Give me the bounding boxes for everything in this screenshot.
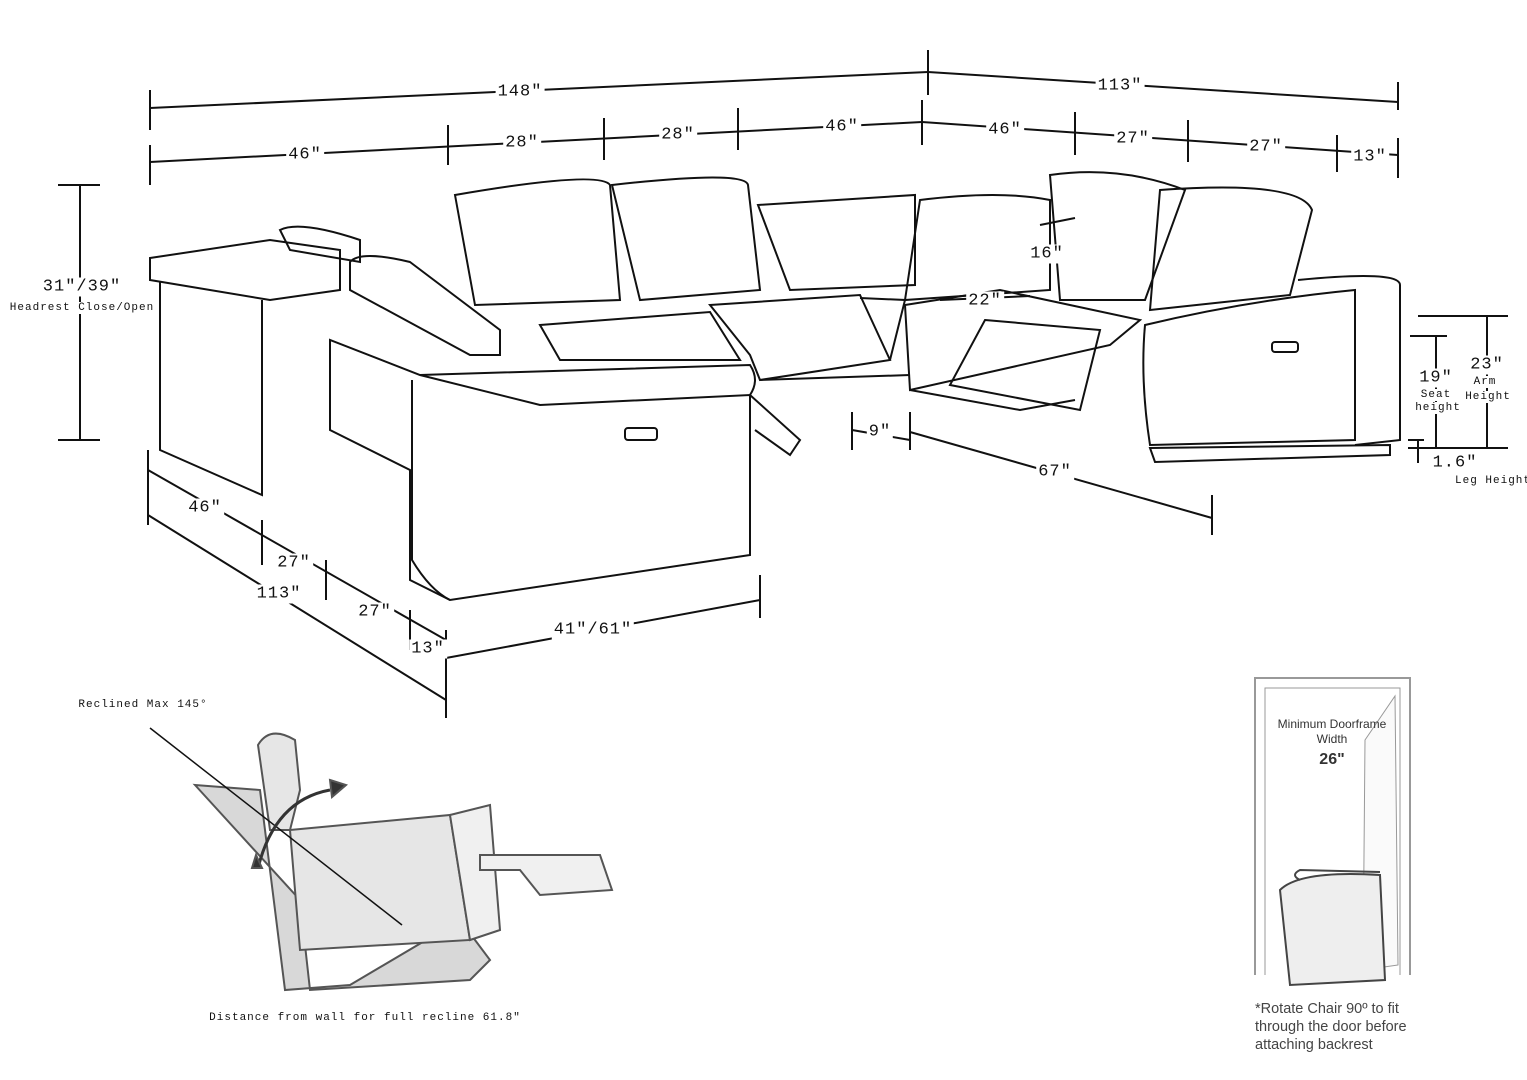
dim-right-depth: 67"	[1036, 462, 1074, 482]
dim-seat-height: 19"	[1417, 368, 1455, 388]
dim-seg-1: 46"	[286, 145, 324, 165]
dim-seat-depth: 22"	[966, 291, 1004, 311]
doorframe-title-1: Minimum Doorframe	[1277, 717, 1387, 731]
doorframe-note: *Rotate Chair 90º to fit through the doo…	[1255, 1000, 1407, 1054]
recline-max-label: Reclined Max 145°	[76, 699, 210, 711]
dim-seg-7: 27"	[1247, 137, 1285, 157]
dim-total-back-left: 148"	[495, 82, 545, 102]
dim-corner-gap: 9"	[866, 422, 894, 442]
dim-height-caption: Headrest Close/Open	[7, 302, 157, 314]
seat-height-caption-1: Seat	[1418, 389, 1454, 401]
leg-height-caption: Leg Height	[1452, 475, 1527, 487]
dim-leg-height: 1.6"	[1430, 453, 1480, 473]
dim-side-113: 113"	[254, 584, 304, 604]
dim-headrest: 16"	[1028, 244, 1066, 264]
recline-wall-distance: Distance from wall for full recline 61.8…	[207, 1012, 523, 1024]
recliner-illustration	[149, 727, 614, 992]
dim-seg-5: 46"	[986, 120, 1024, 140]
doorframe-note-line-1: *Rotate Chair 90º to fit	[1255, 1001, 1399, 1017]
dim-total-back-right: 113"	[1095, 76, 1145, 96]
dim-seg-4: 46"	[823, 117, 861, 137]
dim-seg-2: 28"	[503, 133, 541, 153]
doorframe-illustration	[1254, 677, 1411, 987]
doorframe-note-line-3: attaching backrest	[1255, 1037, 1373, 1053]
seat-height-caption-2: height	[1413, 402, 1463, 414]
dim-side-27b: 27"	[356, 602, 394, 622]
arm-height-caption-1: Arm	[1471, 376, 1499, 388]
doorframe-note-line-2: through the door before	[1255, 1019, 1407, 1035]
dim-side-13: 13"	[409, 639, 447, 659]
doorframe-title-2: Width	[1316, 732, 1348, 746]
dim-chaise-depth: 41"/61"	[551, 620, 635, 640]
doorframe-width: 26"	[1319, 751, 1345, 768]
sectional-sofa	[149, 171, 1401, 602]
dim-seg-3: 28"	[659, 125, 697, 145]
dim-arm-height: 23"	[1468, 355, 1506, 375]
dim-side-27a: 27"	[275, 553, 313, 573]
arm-height-caption-2: Height	[1463, 391, 1513, 403]
dim-height: 31"/39"	[40, 277, 124, 297]
dim-side-46: 46"	[186, 498, 224, 518]
dim-seg-6: 27"	[1114, 129, 1152, 149]
dim-seg-8: 13"	[1351, 147, 1389, 167]
dimension-lines	[58, 50, 1508, 718]
